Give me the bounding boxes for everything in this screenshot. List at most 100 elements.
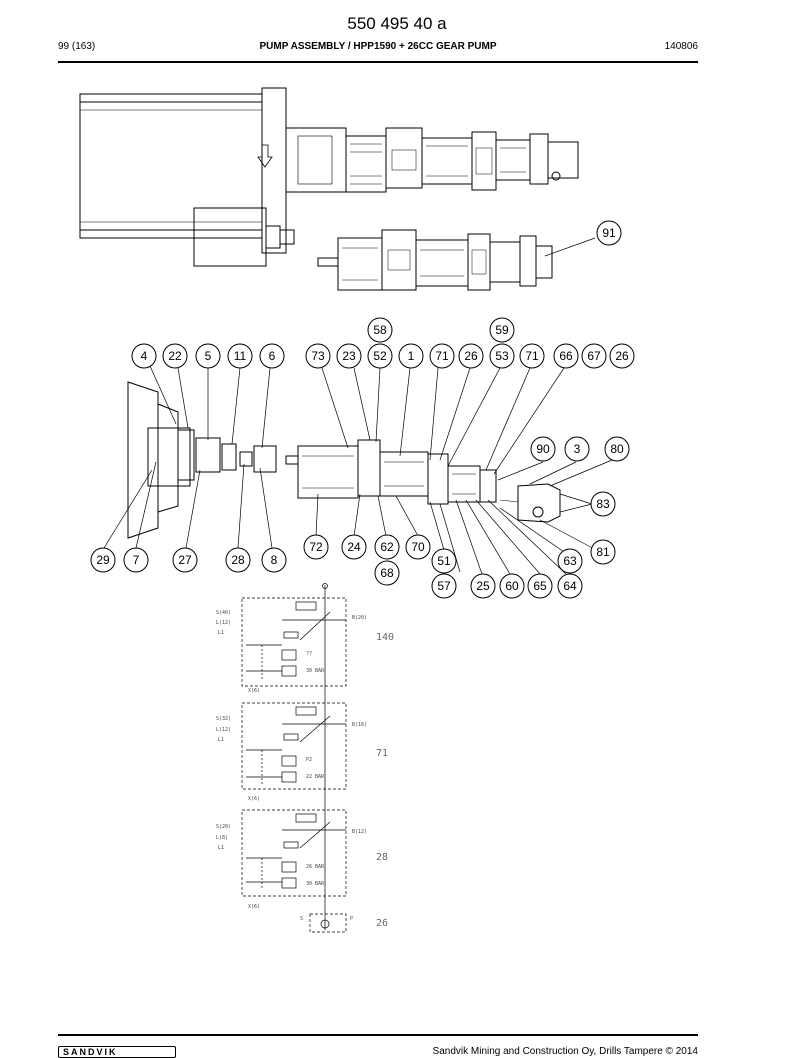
port-label: L1 — [218, 737, 224, 743]
balloon — [90, 547, 116, 573]
callout-number: 24 — [347, 540, 361, 554]
balloon — [225, 547, 251, 573]
port-label: L1 — [218, 845, 224, 851]
pressure-label: 30 BAR — [306, 668, 325, 674]
callout-number: 57 — [437, 579, 451, 593]
callout-number: 65 — [533, 579, 547, 593]
balloon — [489, 343, 515, 369]
balloon — [123, 547, 149, 573]
balloon — [581, 343, 607, 369]
port-label: L(12) — [216, 620, 231, 626]
callout-number: 27 — [178, 553, 192, 567]
balloon — [431, 573, 457, 599]
port-label: X(6) — [248, 688, 260, 694]
balloon — [398, 343, 424, 369]
callout-number: 68 — [380, 566, 394, 580]
callout-number: 7 — [133, 553, 140, 567]
document-number: 550 495 40 a — [347, 14, 447, 33]
callout-number: 63 — [563, 554, 577, 568]
balloon — [261, 547, 287, 573]
balloon — [367, 343, 393, 369]
balloon — [557, 548, 583, 574]
balloon — [553, 343, 579, 369]
balloon — [590, 539, 616, 565]
callout-number: 1 — [408, 349, 415, 363]
balloon — [519, 343, 545, 369]
balloon — [405, 534, 431, 560]
balloon — [499, 573, 525, 599]
balloon — [429, 343, 455, 369]
callout-number: 25 — [476, 579, 490, 593]
callout-number: 66 — [559, 349, 573, 363]
callout-balloons — [90, 220, 635, 599]
callout-number: 23 — [342, 349, 356, 363]
port-label: S(32) — [216, 716, 231, 722]
callout-number: 83 — [596, 497, 610, 511]
pressure-label: 30 BAR — [306, 881, 325, 887]
revision-date: 140806 — [664, 41, 698, 52]
assembled-view — [79, 87, 579, 267]
leader-lines — [103, 365, 613, 575]
footer-divider — [58, 1034, 698, 1036]
port-label: S(40) — [216, 610, 231, 616]
callout-number: 3 — [574, 442, 581, 456]
port-label: S(20) — [216, 824, 231, 830]
callout-number: 73 — [311, 349, 325, 363]
page-title: PUMP ASSEMBLY / HPP1590 + 26CC GEAR PUMP — [259, 41, 497, 52]
callout-number: 11 — [234, 349, 247, 363]
callout-number: 28 — [231, 553, 245, 567]
balloon — [431, 548, 457, 574]
port-label: L(8) — [216, 835, 228, 841]
balloon — [162, 343, 188, 369]
port-label: P — [350, 916, 353, 922]
callout-number: 8 — [271, 553, 278, 567]
pump-size-label: 26 — [376, 918, 388, 929]
callout-numbers: 91 58 59 4 22 5 11 6 73 23 52 1 71 26 53… — [96, 226, 629, 593]
pump-train-view — [317, 229, 596, 291]
page-number: 99 (163) — [58, 41, 96, 52]
balloon — [374, 560, 400, 586]
balloon — [527, 573, 553, 599]
callout-number: 5 — [205, 349, 212, 363]
callout-number: 52 — [373, 349, 387, 363]
callout-number: 51 — [437, 554, 451, 568]
schematic-labels: S(40) L(12) L1 B(20) X(6) ?? 30 BAR 140 … — [216, 610, 394, 929]
balloon — [227, 343, 253, 369]
pressure-label: P2 — [306, 757, 312, 763]
pressure-label: 22 BAR — [306, 774, 325, 780]
callout-number: 64 — [563, 579, 577, 593]
pump-size-label: 71 — [376, 748, 388, 759]
balloon — [596, 220, 622, 246]
port-label: X(6) — [248, 904, 260, 910]
callout-number: 29 — [96, 553, 110, 567]
callout-number: 59 — [495, 323, 509, 337]
header-divider — [58, 61, 698, 63]
balloon — [259, 343, 285, 369]
port-label: L1 — [218, 630, 224, 636]
balloon — [131, 343, 157, 369]
balloon — [172, 547, 198, 573]
callout-number: 67 — [587, 349, 601, 363]
callout-number: 62 — [380, 540, 394, 554]
callout-number: 26 — [615, 349, 629, 363]
callout-number: 6 — [269, 349, 276, 363]
callout-number: 53 — [495, 349, 509, 363]
callout-number: 70 — [411, 540, 425, 554]
balloon — [195, 343, 221, 369]
pressure-label: ?? — [306, 651, 312, 657]
callout-number: 26 — [464, 349, 478, 363]
balloon — [489, 317, 515, 343]
balloon — [590, 491, 616, 517]
port-label: B(16) — [352, 722, 367, 728]
balloon — [530, 436, 556, 462]
callout-number: 22 — [168, 349, 182, 363]
balloon — [458, 343, 484, 369]
callout-number: 60 — [505, 579, 519, 593]
balloon — [305, 343, 331, 369]
port-label: L(12) — [216, 727, 231, 733]
port-label: B(20) — [352, 615, 367, 621]
port-label: S — [300, 916, 303, 922]
balloon — [557, 573, 583, 599]
callout-number: 71 — [435, 349, 449, 363]
